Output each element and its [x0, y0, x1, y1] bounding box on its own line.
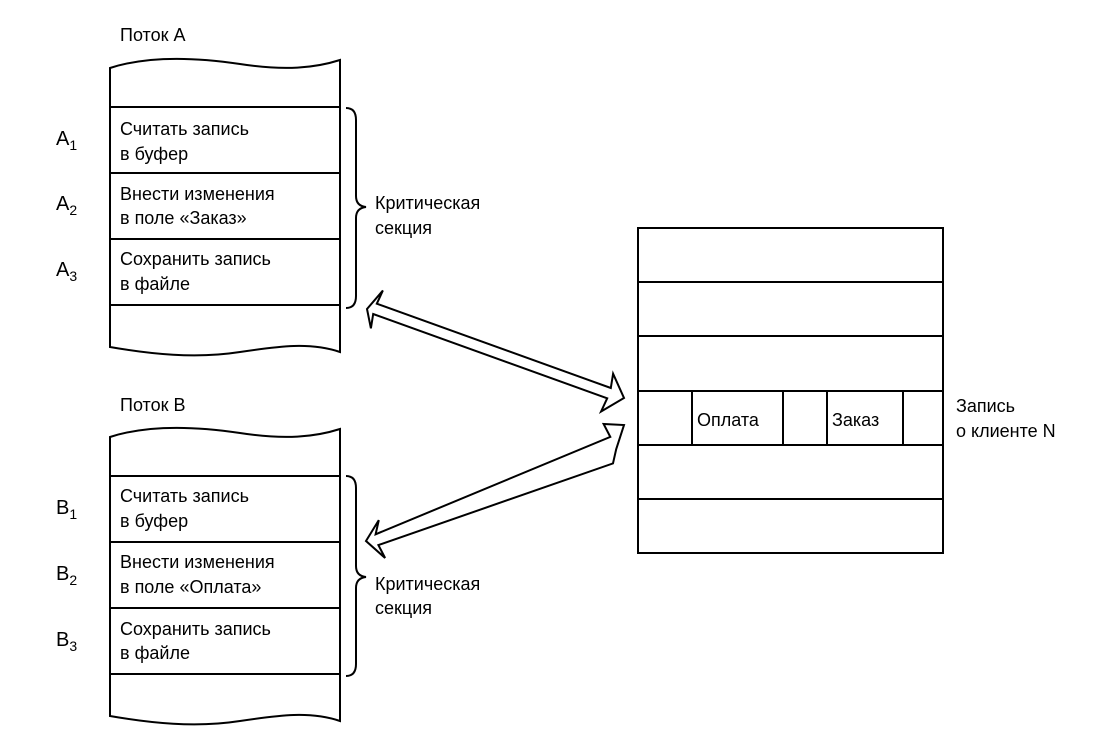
thread-b-title: Поток B	[120, 395, 186, 415]
thread-b-block	[109, 426, 341, 726]
step-label-a3: A3	[56, 259, 77, 284]
field-payment: Оплата	[697, 410, 760, 430]
step-b3-line1: Сохранить запись	[120, 619, 271, 639]
thread-a-critical-label-line1: Критическая	[375, 193, 480, 213]
record-table: Оплата Заказ Запись о клиенте N	[637, 227, 1056, 554]
step-b3-line2: в файле	[120, 643, 190, 663]
step-a2-line2: в поле «Заказ»	[120, 208, 247, 228]
step-b1-line2: в буфер	[120, 511, 188, 531]
step-a3-line1: Сохранить запись	[120, 249, 271, 269]
thread-b-access-arrow	[364, 422, 626, 559]
field-order: Заказ	[832, 410, 879, 430]
step-label-a2: A2	[56, 193, 77, 218]
step-a3-line2: в файле	[120, 274, 190, 294]
thread-b: Поток B B1 Считать запись в буфер B2 Вне…	[56, 395, 480, 726]
thread-b-critical-brace	[345, 475, 367, 677]
step-label-b1: B1	[56, 497, 77, 522]
thread-a-critical-brace	[345, 107, 367, 309]
step-b1-line1: Считать запись	[120, 486, 249, 506]
thread-a-access-arrow	[365, 289, 626, 414]
step-label-b2: B2	[56, 563, 77, 588]
step-b2-line2: в поле «Оплата»	[120, 577, 261, 597]
step-b2-line1: Внести изменения	[120, 552, 275, 572]
thread-b-critical-label-line1: Критическая	[375, 574, 480, 594]
thread-a-critical-label-line2: секция	[375, 218, 432, 238]
step-a2-line1: Внести изменения	[120, 184, 275, 204]
thread-a-block	[109, 57, 341, 357]
thread-b-critical-label-line2: секция	[375, 598, 432, 618]
customer-record-row: Оплата Заказ	[691, 391, 904, 445]
step-label-b3: B3	[56, 629, 77, 654]
record-label-line2: о клиенте N	[956, 421, 1056, 441]
step-a1-line1: Считать запись	[120, 119, 249, 139]
thread-a: Поток A A1 Считать запись в буфер A2 Вне…	[56, 25, 480, 357]
step-label-a1: A1	[56, 128, 77, 153]
thread-a-title: Поток A	[120, 25, 186, 45]
step-a1-line2: в буфер	[120, 144, 188, 164]
record-label-line1: Запись	[956, 396, 1015, 416]
